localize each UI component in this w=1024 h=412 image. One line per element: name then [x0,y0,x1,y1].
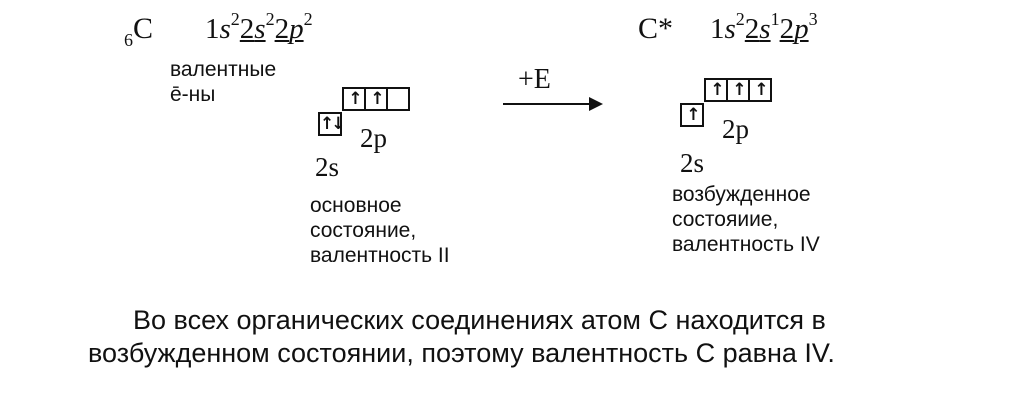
ground-element-symbol: 6C [124,14,153,55]
orbital-cell: ↑ [364,87,388,111]
config-term-shell: 2p [275,13,304,45]
excited-electron-config: 1s22s12p3 [710,10,818,45]
atomic-number: 6 [124,30,133,50]
orbital-cell: ↑ [680,103,704,127]
conclusion-line2: возбужденном состоянии, поэтому валентно… [88,338,835,368]
excited-2s-orbital-box: ↑ [680,103,704,127]
excited-state-line3: валентность IV [672,233,820,256]
config-term: 1s2 [710,10,745,45]
config-term-electrons: 1 [770,9,780,29]
config-term: 2s1 [745,10,780,45]
valence-electrons-label: валентные ē-ны [170,57,276,107]
config-term: 2s2 [240,10,275,45]
excited-2p-label: 2p [722,115,749,143]
config-term: 2p3 [780,10,818,45]
ground-2p-label: 2p [360,124,387,152]
config-term-n: 2 [274,13,290,45]
excited-2p-orbital-boxes: ↑↑↑ [704,78,772,102]
orbital-cell: ↑↓ [318,112,346,136]
ground-state-line3: валентность II [310,244,450,267]
excited-state-description: возбужденное состояиие, валентность IV [672,182,820,257]
ground-2p-orbital-boxes: ↑↑ [342,87,410,111]
energy-label: +E [518,64,551,95]
p-label-text: 2p [360,123,387,153]
config-term-shell: 1s [710,13,736,45]
ground-state-line1: основное [310,194,402,217]
config-term: 2p2 [275,10,313,45]
reaction-arrow-shaft [503,103,595,105]
ground-state-line2: состояние, [310,219,417,242]
s-label-text: 2s [680,148,705,178]
config-term-l: s [219,13,231,45]
excited-2s-label: 2s [680,149,704,177]
config-term-electrons: 2 [735,9,745,29]
conclusion-line1: Во всех органических соединениях атом С … [133,305,826,335]
valence-label-line2: ē-ны [170,83,216,106]
config-term-electrons: 2 [230,9,240,29]
config-term-electrons: 2 [303,9,313,29]
orbital-cell: ↑ [704,78,728,102]
reaction-arrow-head [589,97,603,111]
config-term-n: 1 [710,13,725,45]
config-term-l: s [724,13,736,45]
config-term-l: p [794,13,809,45]
excited-state-line2: состояиие, [672,208,779,231]
element-symbol: C [133,12,154,45]
config-term-electrons: 3 [808,9,818,29]
orbital-cell: ↑ [342,87,366,111]
conclusion-text: Во всех органических соединениях атом С … [88,304,835,370]
config-term-electrons: 2 [265,9,275,29]
config-term-shell: 2s [745,13,771,45]
ground-electron-config: 1s22s22p2 [205,10,313,45]
config-term-l: s [759,13,771,45]
valence-label-line1: валентные [170,58,277,81]
config-term-shell: 1s [205,13,231,45]
excited-element-symbol: C* [638,12,674,45]
p-label-text: 2p [722,114,749,144]
config-term-l: p [289,13,304,45]
orbital-cell [386,87,410,111]
config-term-n: 1 [205,13,220,45]
s-label-text: 2s [315,152,340,182]
ground-2s-orbital-box: ↑↓ [318,112,346,136]
orbital-cell: ↑ [748,78,772,102]
orbital-cell: ↑ [726,78,750,102]
ground-2s-label: 2s [315,153,339,181]
config-term-n: 2 [239,13,255,45]
config-term-shell: 2s [240,13,266,45]
ground-state-description: основное состояние, валентность II [310,193,450,268]
config-term-shell: 2p [780,13,809,45]
excited-state-line1: возбужденное [672,183,811,206]
config-term-l: s [254,13,266,45]
config-term-n: 2 [744,13,760,45]
config-term: 1s2 [205,10,240,45]
config-term-n: 2 [779,13,795,45]
